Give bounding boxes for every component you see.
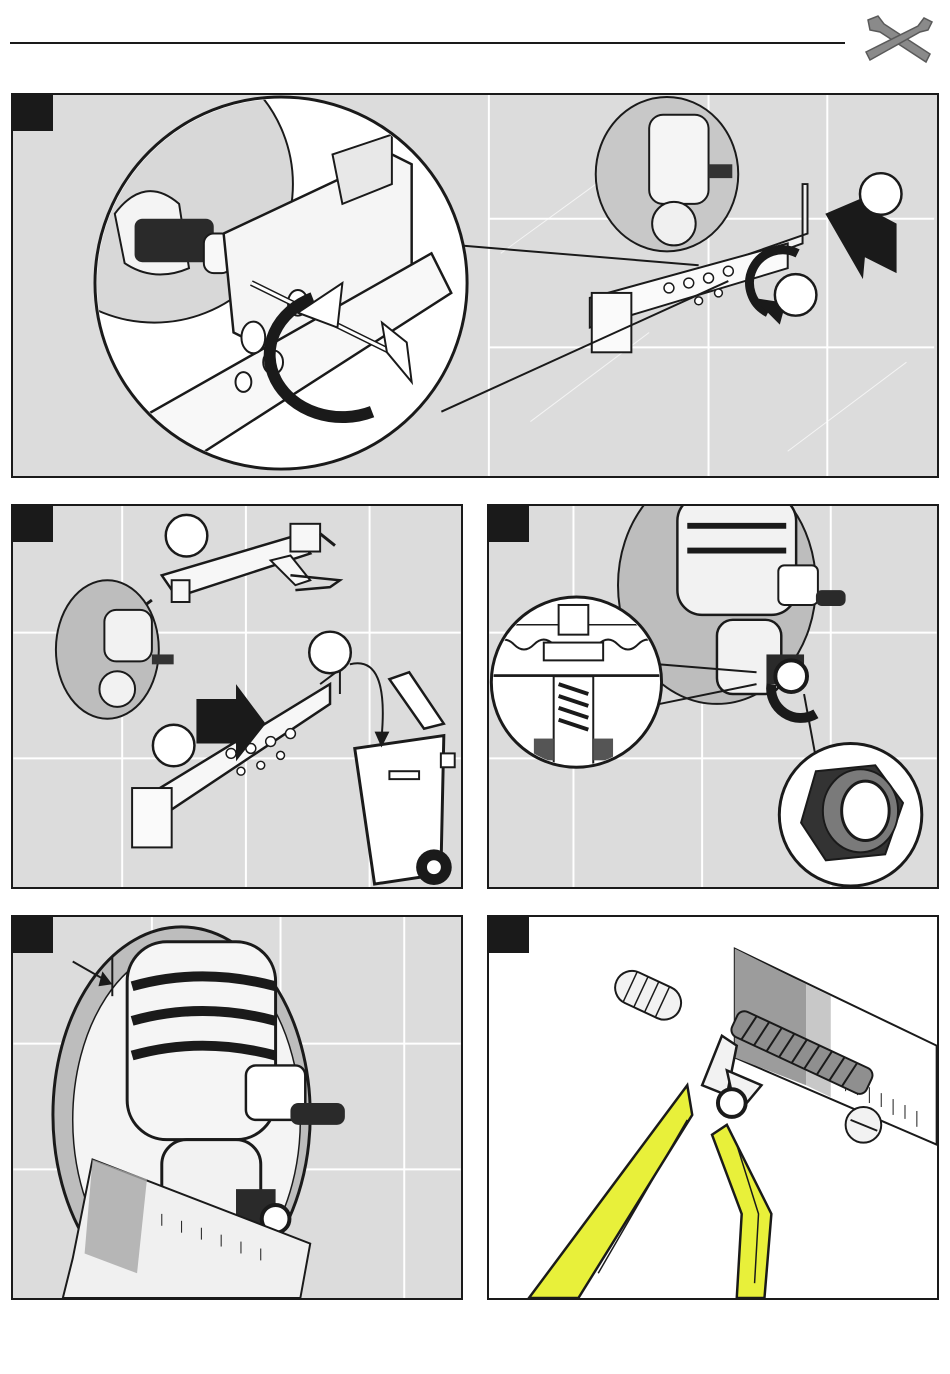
callout-1 [166, 515, 208, 557]
callout-3 [153, 725, 195, 767]
caulk-gun-icon [13, 506, 461, 887]
wrench-screwdriver-icon [858, 8, 938, 70]
callout-2 [309, 632, 351, 674]
step-marker [489, 506, 529, 542]
step-marker [13, 95, 53, 131]
callout-1 [860, 173, 902, 215]
ruler-icon [13, 917, 461, 1298]
side-cutter-icon [489, 917, 937, 1298]
step-panel-5 [487, 915, 939, 1300]
step-panel-4 [11, 915, 463, 1300]
step-marker [13, 917, 53, 953]
step-panel-3 [487, 504, 939, 889]
step-panel-1 [11, 93, 939, 478]
lock-nut-icon [489, 506, 937, 887]
step-panel-2 [11, 504, 463, 889]
step-marker [489, 917, 529, 953]
screwdriver-icon [13, 95, 937, 476]
callout-2 [775, 274, 817, 316]
header-rule [10, 42, 845, 44]
step-marker [13, 506, 53, 542]
